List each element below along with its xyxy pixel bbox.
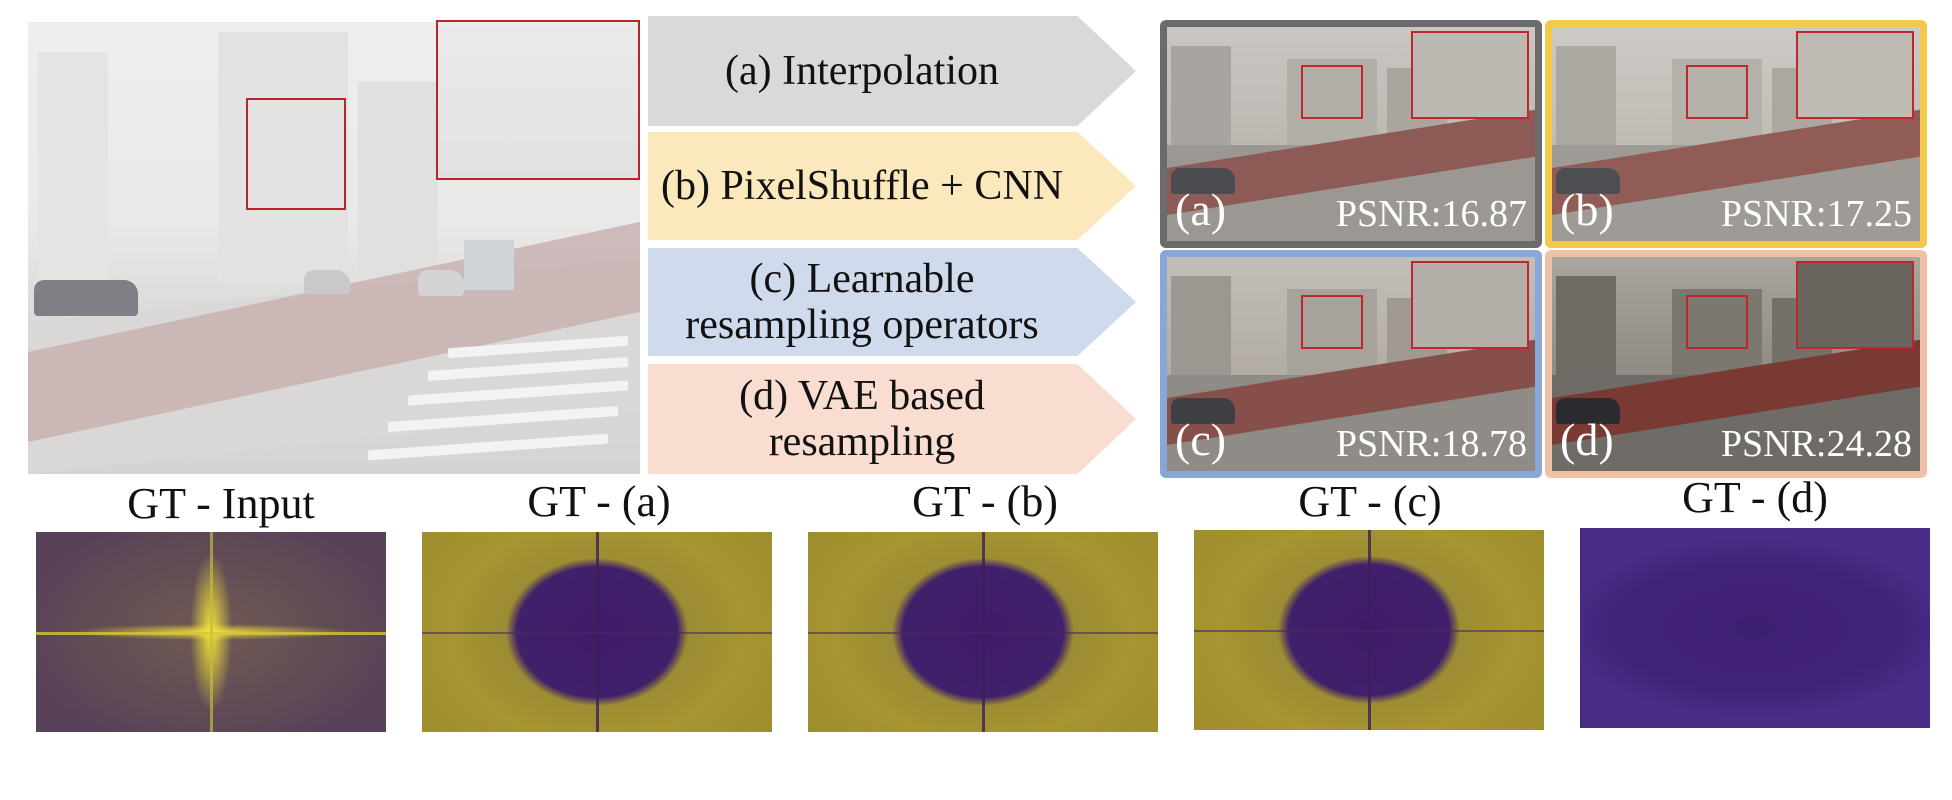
car	[418, 270, 464, 296]
car	[1171, 167, 1235, 194]
roi-box	[1301, 65, 1363, 119]
tile-letter: (d)	[1560, 414, 1614, 465]
zoom-inset	[1796, 261, 1914, 349]
spectrum-gt-b	[808, 532, 1158, 732]
result-tile-c: (c) PSNR:18.78	[1160, 250, 1542, 478]
spectrum-caption-b: GT - (b)	[912, 477, 1058, 526]
spectrum-caption-a: GT - (a)	[527, 477, 671, 526]
building-silhouette	[38, 52, 108, 282]
crosswalk-stripe	[368, 433, 608, 461]
building-silhouette	[218, 32, 348, 282]
method-label: (b) PixelShuffle + CNN	[660, 163, 1064, 209]
input-roi-box	[246, 98, 346, 210]
building-silhouette	[358, 82, 438, 282]
car	[1171, 397, 1235, 424]
tile-letter: (b)	[1560, 184, 1614, 235]
psnr-label: PSNR:24.28	[1720, 423, 1912, 465]
building-silhouette	[1171, 276, 1231, 375]
method-arrow-c: (c) Learnable resampling operators	[648, 248, 1136, 356]
method-arrow-b: (b) PixelShuffle + CNN	[648, 132, 1136, 240]
method-label: (c) Learnable resampling operators	[685, 256, 1039, 348]
psnr-label: PSNR:18.78	[1335, 423, 1527, 465]
input-zoom-inset	[436, 20, 640, 180]
tile-letter: (a)	[1175, 184, 1227, 235]
method-label: (d) VAE based resampling	[739, 373, 985, 465]
roi-box	[1686, 295, 1748, 349]
result-tile-a: (a) PSNR:16.87	[1160, 20, 1542, 248]
roi-box	[1686, 65, 1748, 119]
method-label: (a) Interpolation	[724, 48, 1000, 94]
zoom-inset	[1411, 31, 1529, 119]
car	[1556, 167, 1620, 194]
spectrum-gt-input	[36, 532, 386, 732]
method-arrow-a: (a) Interpolation	[648, 16, 1136, 126]
psnr-label: PSNR:17.25	[1720, 193, 1912, 235]
roi-box	[1301, 295, 1363, 349]
car	[34, 280, 138, 316]
bus	[464, 240, 514, 290]
spectrum-caption-input: GT - Input	[127, 479, 315, 528]
spectrum-axis-line	[422, 632, 772, 634]
building-silhouette	[1556, 276, 1616, 375]
zoom-inset	[1411, 261, 1529, 349]
spectrum-axis-line	[1194, 630, 1544, 632]
car	[304, 270, 350, 294]
building-silhouette	[1171, 46, 1231, 145]
spectrum-gt-c	[1194, 530, 1544, 730]
spectrum-axis-line	[36, 632, 386, 635]
spectrum-gt-d	[1580, 528, 1930, 728]
zoom-inset	[1796, 31, 1914, 119]
spectrum-caption-d: GT - (d)	[1682, 473, 1828, 522]
spectrum-axis-line	[808, 632, 1158, 634]
method-arrow-d: (d) VAE based resampling	[648, 364, 1136, 474]
building-silhouette	[1556, 46, 1616, 145]
spectrum-gt-a	[422, 532, 772, 732]
psnr-label: PSNR:16.87	[1335, 193, 1527, 235]
car	[1556, 397, 1620, 424]
tile-letter: (c)	[1175, 414, 1227, 465]
result-tile-d: (d) PSNR:24.28	[1545, 250, 1927, 478]
result-tile-b: (b) PSNR:17.25	[1545, 20, 1927, 248]
spectrum-caption-c: GT - (c)	[1298, 477, 1442, 526]
